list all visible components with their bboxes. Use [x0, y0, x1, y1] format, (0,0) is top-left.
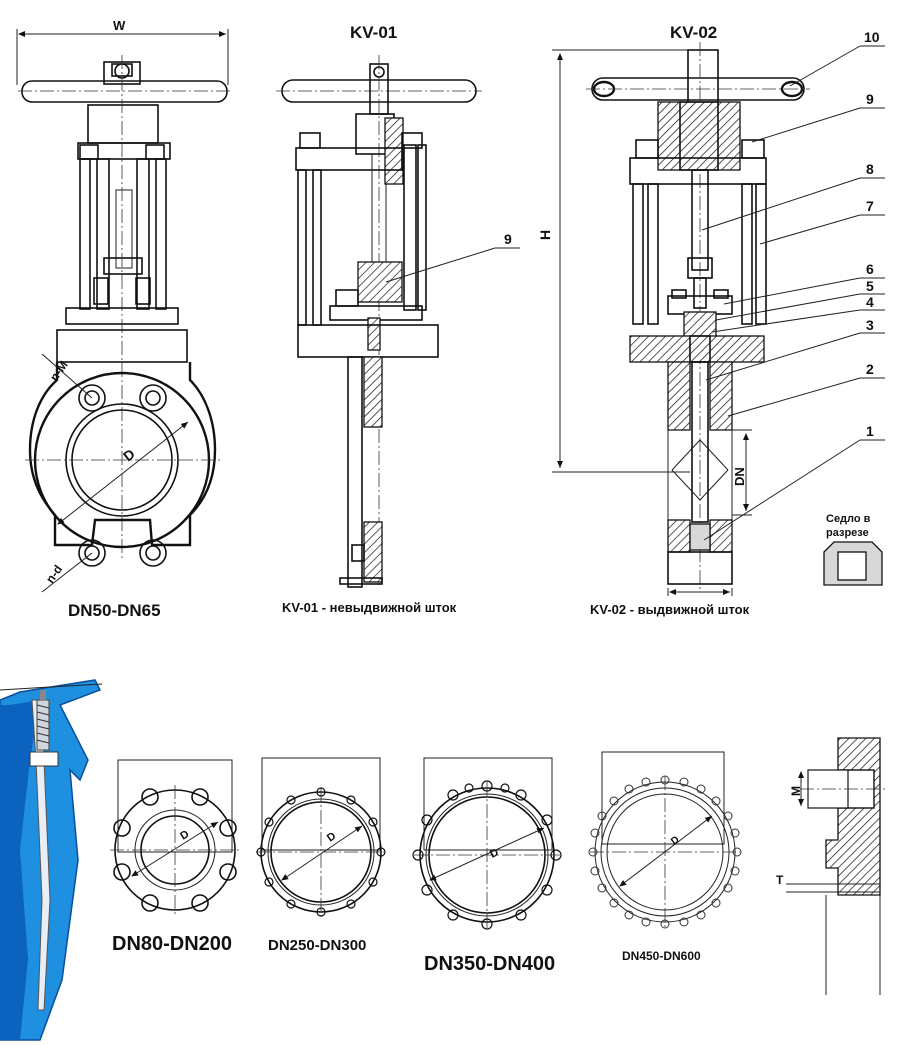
seat-label-line-1: Седло в	[826, 513, 871, 525]
flange-dn250-dn300: D	[256, 757, 388, 917]
title-kv01: KV-01	[350, 23, 397, 42]
flange-dn350-dn400: D	[412, 757, 562, 930]
valve-front-view-dn50: W D n-M	[16, 18, 232, 593]
thread-section-detail: M T	[776, 737, 886, 995]
caption-dn350-dn400: DN350-DN400	[424, 953, 555, 975]
part-6-label: 6	[866, 261, 874, 277]
caption-kv02: KV-02 - выдвижной шток	[590, 602, 750, 617]
part-5-label: 5	[866, 278, 874, 294]
valve-side-view-kv01	[276, 55, 520, 588]
dim-h-label: H	[537, 230, 553, 240]
part-4-label: 4	[866, 294, 874, 310]
part-7-label: 7	[866, 198, 874, 214]
dim-nd-label: n-d	[43, 562, 65, 585]
part-2-label: 2	[866, 361, 874, 377]
dim-m-label: M	[789, 786, 803, 796]
flange-dn450-dn600: D	[588, 751, 742, 929]
seat-label-line-2: разрезе	[826, 527, 869, 539]
part-9-label: 9	[866, 91, 874, 107]
dim-t-label: T	[776, 873, 784, 887]
part-8-label: 8	[866, 161, 874, 177]
dim-w-label: W	[113, 18, 126, 33]
flange-2-dim-d: D	[325, 830, 338, 844]
title-kv02: KV-02	[670, 23, 717, 42]
kv02-part-numbers: 10 9 8 7 6 5 4 3 2 1	[864, 29, 880, 439]
dim-dn-label: DN	[732, 467, 747, 486]
caption-dn80-dn200: DN80-DN200	[112, 933, 232, 955]
part-3-label: 3	[866, 317, 874, 333]
part-1-label: 1	[866, 423, 874, 439]
valve-3d-cutaway	[0, 679, 103, 1041]
seat-section-detail	[823, 541, 883, 586]
part-10-label: 10	[864, 29, 880, 45]
flange-4-dim-d: D	[669, 834, 681, 847]
caption-dn250-dn300: DN250-DN300	[268, 937, 366, 954]
valve-section-view-kv02: H	[537, 42, 885, 596]
dim-d-label: D	[120, 446, 138, 465]
caption-dn450-dn600: DN450-DN600	[622, 949, 701, 963]
flange-dn80-dn200: D	[110, 759, 240, 915]
caption-dn50-dn65: DN50-DN65	[68, 601, 161, 620]
kv01-part-9-label: 9	[504, 231, 512, 247]
caption-kv01: KV-01 - невыдвижной шток	[282, 600, 457, 615]
